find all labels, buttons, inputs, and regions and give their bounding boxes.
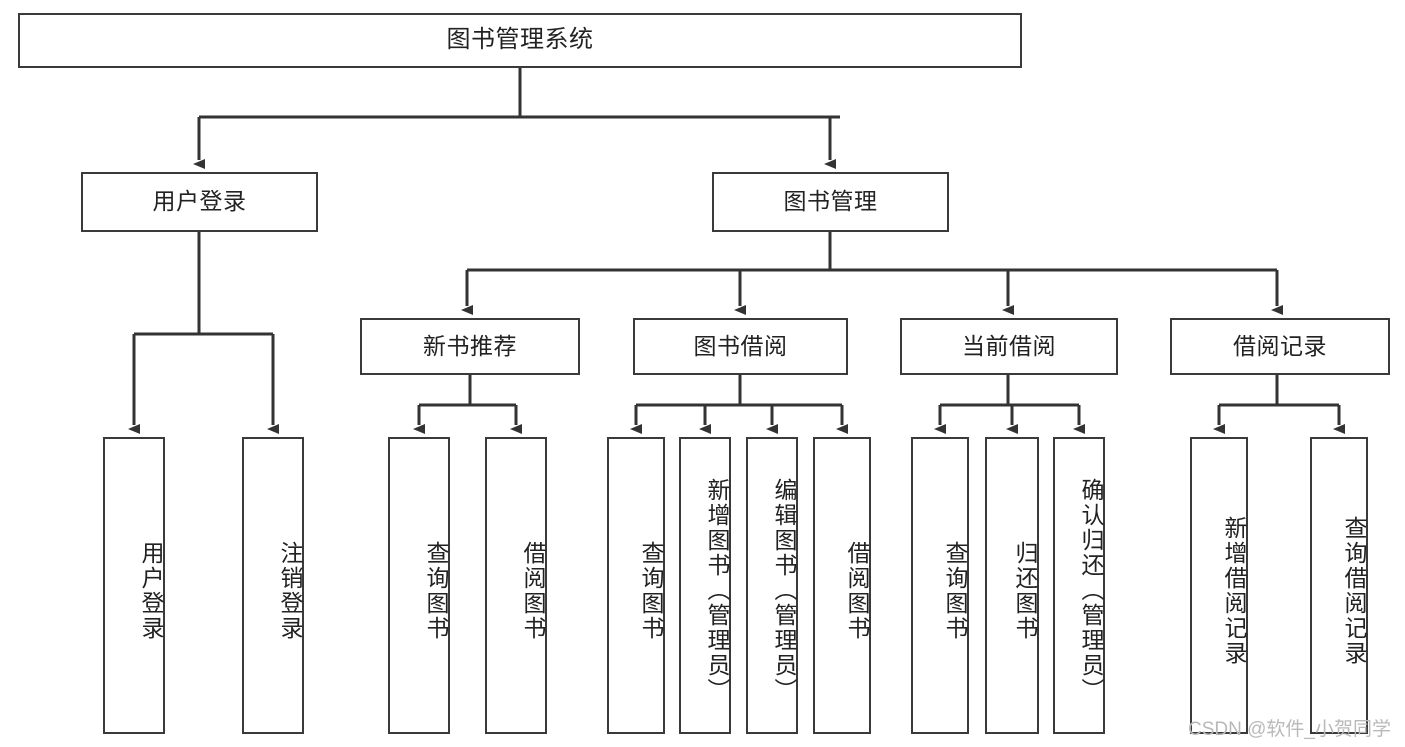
node-label: 当前借阅 bbox=[962, 332, 1056, 359]
node-label: 新增图书（管理员） bbox=[704, 478, 730, 703]
node-label: 查询图书 bbox=[942, 540, 968, 641]
node-label: 图书借阅 bbox=[693, 332, 788, 359]
node-label: 借阅图书 bbox=[844, 540, 870, 641]
node-book-borrow[interactable]: 图书借阅 bbox=[633, 318, 848, 375]
node-user-login[interactable]: 用户登录 bbox=[81, 172, 318, 232]
node-label: 编辑图书（管理员） bbox=[771, 478, 797, 703]
node-leaf-borrow-book-2[interactable]: 借阅图书 bbox=[813, 437, 871, 734]
node-label: 确认归还（管理员） bbox=[1078, 478, 1104, 703]
node-leaf-query-book-3[interactable]: 查询图书 bbox=[911, 437, 969, 734]
node-leaf-user-login[interactable]: 用户登录 bbox=[103, 437, 165, 734]
node-leaf-query-record[interactable]: 查询借阅记录 bbox=[1310, 437, 1368, 734]
node-label: 用户登录 bbox=[138, 540, 164, 641]
node-leaf-add-book[interactable]: 新增图书（管理员） bbox=[679, 437, 731, 734]
node-leaf-query-book-2[interactable]: 查询图书 bbox=[607, 437, 665, 734]
node-borrow-record[interactable]: 借阅记录 bbox=[1170, 318, 1390, 375]
node-leaf-add-record[interactable]: 新增借阅记录 bbox=[1190, 437, 1248, 734]
node-label: 借阅图书 bbox=[520, 540, 546, 641]
node-label: 归还图书 bbox=[1012, 540, 1038, 641]
csdn-watermark: CSDN @软件_小贺同学 bbox=[1188, 719, 1391, 740]
node-book-management[interactable]: 图书管理 bbox=[712, 172, 949, 232]
node-leaf-query-book-1[interactable]: 查询图书 bbox=[388, 437, 450, 734]
node-label: 注销登录 bbox=[277, 540, 303, 641]
node-current-borrow[interactable]: 当前借阅 bbox=[900, 318, 1118, 375]
node-leaf-edit-book[interactable]: 编辑图书（管理员） bbox=[746, 437, 798, 734]
node-label: 新书推荐 bbox=[423, 332, 517, 359]
node-label: 图书管理 bbox=[783, 188, 878, 215]
node-leaf-borrow-book-1[interactable]: 借阅图书 bbox=[485, 437, 547, 734]
node-leaf-return-book[interactable]: 归还图书 bbox=[985, 437, 1039, 734]
node-label: 查询借阅记录 bbox=[1341, 515, 1367, 666]
node-label: 用户登录 bbox=[152, 188, 247, 215]
node-label: 借阅记录 bbox=[1233, 332, 1327, 359]
node-label: 查询图书 bbox=[423, 540, 449, 641]
node-label: 图书管理系统 bbox=[446, 26, 594, 54]
node-label: 新增借阅记录 bbox=[1221, 515, 1247, 666]
node-root-system[interactable]: 图书管理系统 bbox=[18, 13, 1022, 68]
node-new-book-recommend[interactable]: 新书推荐 bbox=[360, 318, 580, 375]
node-label: 查询图书 bbox=[638, 540, 664, 641]
node-leaf-confirm-return[interactable]: 确认归还（管理员） bbox=[1053, 437, 1105, 734]
node-leaf-logout[interactable]: 注销登录 bbox=[242, 437, 304, 734]
